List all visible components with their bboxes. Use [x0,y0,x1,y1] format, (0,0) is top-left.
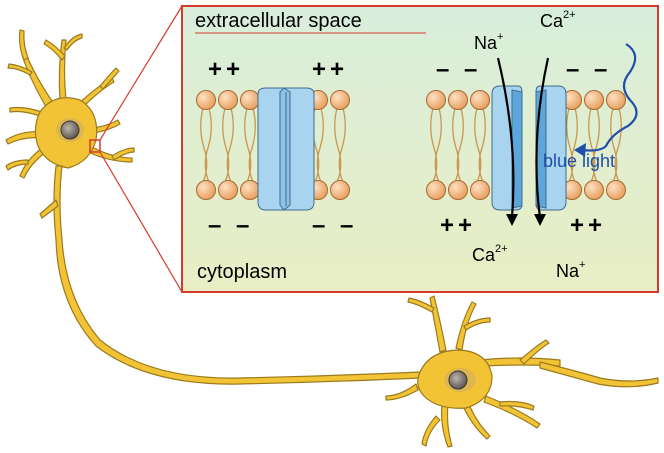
lipid-tail [452,107,464,183]
lipid-tail [334,107,346,183]
charge-right-top-2: – – [566,56,612,83]
lipid-head [240,90,260,110]
lipid-tail [588,107,600,183]
lipid-head [196,180,216,200]
lipid-head [426,90,446,110]
lipid-tail [244,107,256,183]
lipid-head [218,90,238,110]
lipid-head [196,90,216,110]
zoom-marker [89,139,101,153]
charge-right-bottom-2: ++ [570,212,607,239]
lipid-head [330,90,350,110]
charge-left-top-1: ++ [208,56,245,83]
cytoplasm-label: cytoplasm [197,261,288,283]
lipid-tail [610,107,622,183]
blue-light-label: blue light [543,151,616,171]
lipid-tail [566,107,578,183]
lipid-head [218,180,238,200]
lipid-head [330,180,350,200]
ion-ca-bottom: Ca2+ [472,243,508,265]
charge-left-bottom-2: – – [312,212,358,239]
charge-left-bottom-1: – – [208,212,254,239]
ion-ca-top: Ca2+ [540,9,576,31]
membrane-right [426,90,626,200]
lipid-head [606,90,626,110]
ion-na-top: Na+ [474,31,504,53]
light-wave [581,43,638,152]
arrow-head-left [506,214,518,226]
ion-flow-arrows [496,57,550,219]
lipid-head [584,90,604,110]
charge-right-bottom-1: ++ [440,212,477,239]
lipid-head [448,90,468,110]
lipid-head [470,180,490,200]
arrow-head-right [534,214,546,226]
lipid-head [426,180,446,200]
membrane-left [196,90,350,200]
lipid-tail [200,107,212,183]
ion-na-bottom: Na+ [556,259,586,281]
channel-closed [257,87,315,211]
light-arrow-head [574,143,586,157]
nucleus-right [448,370,468,390]
charge-left-top-2: ++ [312,56,349,83]
lipid-head [606,180,626,200]
lipid-head [240,180,260,200]
charge-right-top-1: – – [436,56,482,83]
nucleus-left [60,120,80,140]
neuron-right [385,295,659,448]
lipid-head [448,180,468,200]
lipid-tail [430,107,442,183]
lipid-head [584,180,604,200]
lipid-head [470,90,490,110]
extracellular-label: extracellular space [195,10,362,32]
lipid-tail [474,107,486,183]
lipid-tail [222,107,234,183]
inset-panel [181,5,659,293]
